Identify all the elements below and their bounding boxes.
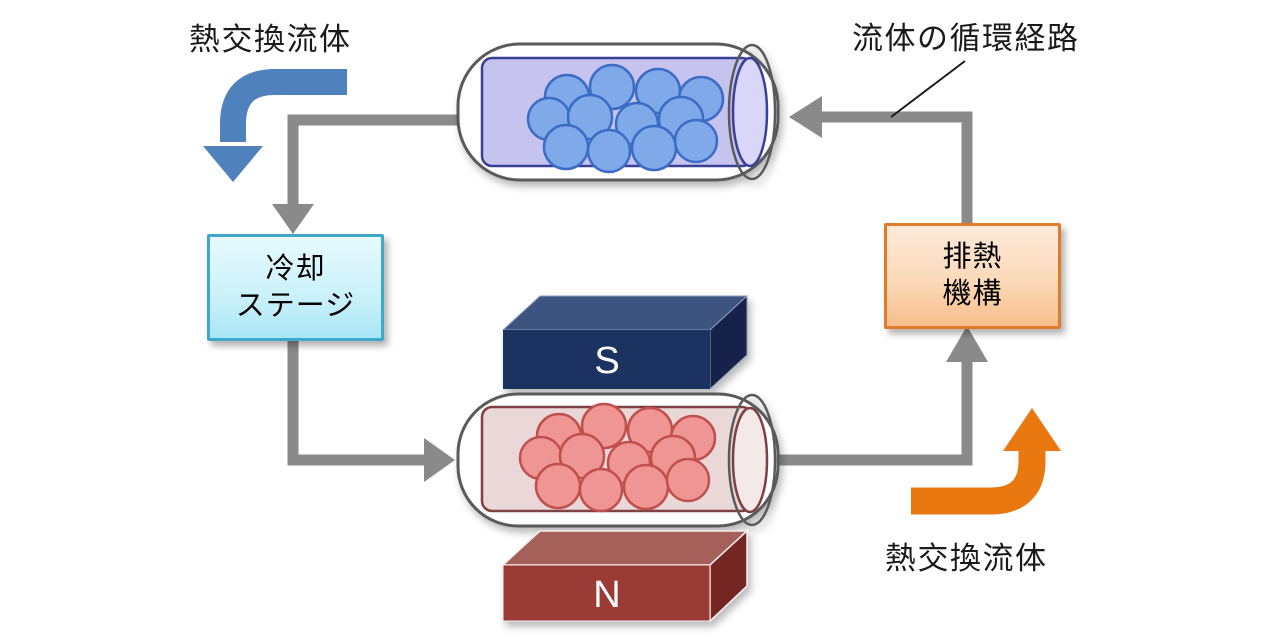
magnet-south: S xyxy=(501,294,749,391)
arrowhead-down-icon xyxy=(272,204,314,234)
coolant-out-arrow-icon xyxy=(911,408,1061,515)
pipe-top-to-cooling xyxy=(287,114,460,206)
coolant-out-arrow-shaft xyxy=(911,448,1046,515)
pipe-cooling-to-bottom xyxy=(287,333,424,466)
coolant-in-arrowhead xyxy=(203,146,263,182)
magnet-north-label: N xyxy=(593,574,620,616)
magnet-north-front-face xyxy=(502,564,711,622)
particle xyxy=(622,463,670,511)
coolant-in-arrow-icon xyxy=(203,69,347,182)
magnet-south-top-face xyxy=(501,295,749,331)
label-coolant-in: 熱交換流体 xyxy=(189,22,352,57)
magnet-north: N xyxy=(501,529,749,623)
particle xyxy=(665,457,711,503)
arrowhead-left-icon xyxy=(789,96,822,138)
pipe-bottom-to-heat xyxy=(776,362,973,466)
cooling-stage-line1: 冷却 xyxy=(265,252,326,285)
cooling-stage-box: 冷却 ステージ xyxy=(207,234,384,341)
particle xyxy=(630,124,678,172)
label-circulation-path: 流体の循環経路 xyxy=(852,21,1080,56)
cooling-stage-line2: ステージ xyxy=(235,289,356,322)
label-coolant-out: 熱交換流体 xyxy=(885,541,1048,576)
pipe-heat-to-top xyxy=(822,111,973,225)
magnet-north-top-face xyxy=(501,530,749,566)
bottom-regenerator-tube xyxy=(456,392,780,528)
arrowhead-right-icon xyxy=(424,438,455,482)
heat-exhaust-line1: 排熱 xyxy=(942,241,1003,273)
particle xyxy=(578,467,624,513)
particle xyxy=(586,128,632,174)
particle xyxy=(673,118,719,164)
heat-exhaust-box: 排熱 機構 xyxy=(884,223,1061,329)
magnet-south-front-face xyxy=(503,330,710,389)
top-tube-glass-rim xyxy=(727,43,777,181)
circulation-path-callout-line xyxy=(890,60,966,118)
bottom-tube-end-cap xyxy=(731,406,769,514)
red-particle-cluster xyxy=(518,402,717,513)
pipe-lines xyxy=(287,111,973,466)
coolant-out-arrowhead xyxy=(1003,408,1061,451)
particle xyxy=(534,462,582,510)
particle xyxy=(542,123,590,171)
magnet-south-label: S xyxy=(594,340,619,382)
coolant-in-arrow-shaft xyxy=(220,69,347,142)
bottom-tube-glass-rim xyxy=(727,393,777,527)
blue-particle-cluster xyxy=(526,63,725,174)
heat-exhaust-line2: 機構 xyxy=(942,278,1003,310)
top-regenerator-tube xyxy=(456,42,780,182)
top-tube-end-cap xyxy=(731,56,769,168)
pipe-arrowheads xyxy=(272,96,988,482)
arrowhead-up-icon xyxy=(946,326,988,362)
